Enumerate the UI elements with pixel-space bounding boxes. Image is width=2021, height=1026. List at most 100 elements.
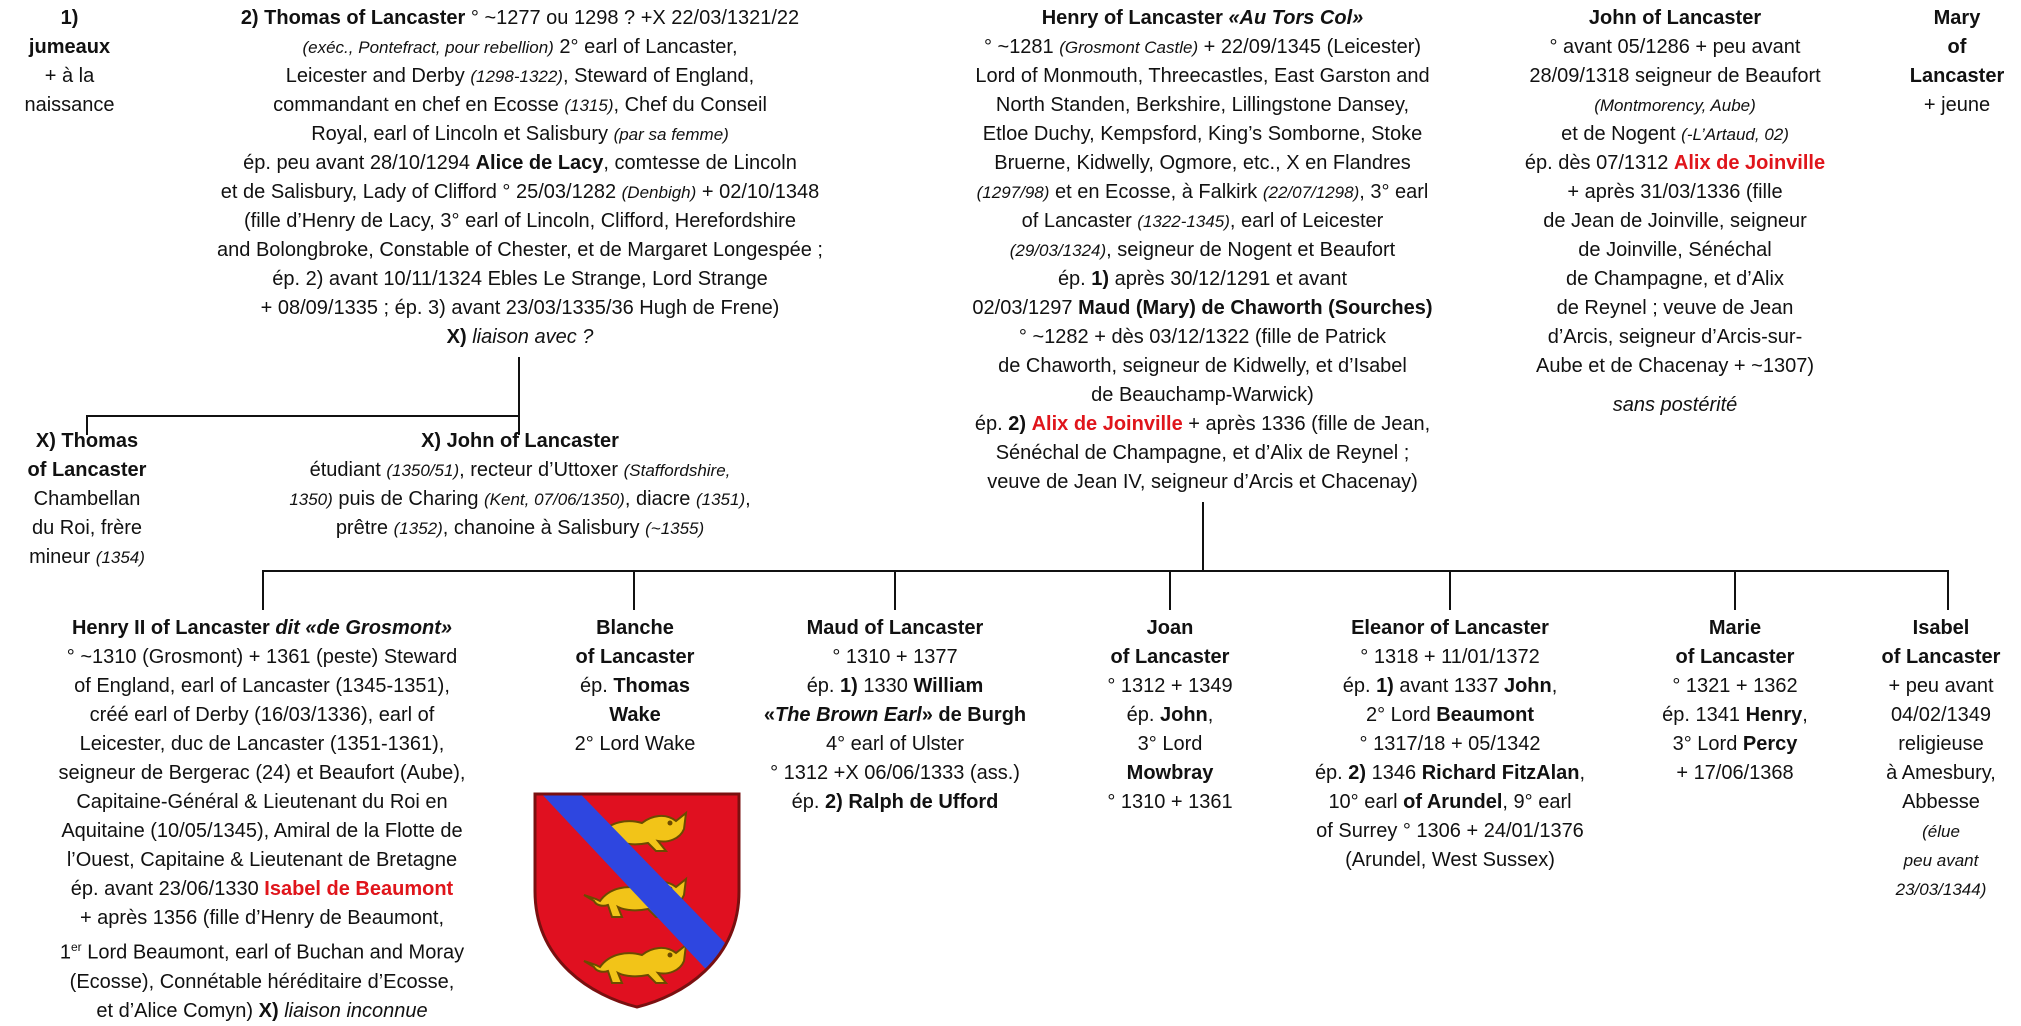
isabel-line-9: peu avant [1903,851,1979,870]
eleanor-line-4: ° 1317/18 + 05/1342 [1359,733,1541,755]
marie-line-5: 3° Lord Percy [1672,733,1798,755]
connector-child-blanche [633,570,635,610]
joan-line-3: ° 1312 + 1349 [1107,675,1233,697]
eleanor-line-7: of Surrey ° 1306 + 24/01/1376 [1316,820,1584,842]
connector-child-marie [1734,570,1736,610]
henry2-line-8: l’Ouest, Capitaine & Lieutenant de Breta… [66,849,458,871]
henry-line-9: ép. 1) après 30/12/1291 et avant [1057,268,1348,290]
john-no-descendants: sans postérité [1612,394,1738,416]
henry-line-4: Etloe Duchy, Kempsford, King’s Somborne,… [982,123,1423,145]
x-thomas-name-2: of Lancaster [27,459,147,481]
eleanor-line-1: ° 1318 + 11/01/1372 [1360,646,1540,668]
joan-line-6: Mowbray [1126,762,1214,784]
thomas-line-3: Leicester and Derby (1298-1322), Steward… [285,65,755,87]
x-john-name: X) John of Lancaster [421,430,619,452]
john-name: John of Lancaster [1588,7,1762,29]
john-line-2: 28/09/1318 seigneur de Beaufort [1529,65,1821,87]
connector-child-henry2 [262,570,264,610]
eleanor-line-3: 2° Lord Beaumont [1365,704,1535,726]
marie-line-3: ° 1321 + 1362 [1672,675,1798,697]
thomas-line-11: + 08/09/1335 ; ép. 3) avant 23/03/1335/3… [260,297,780,319]
henry2-name-line: Henry II of Lancaster dit «de Grosmont» [2,614,522,643]
x-thomas-line-4: du Roi, frère [31,517,143,539]
eleanor-line-2: ép. 1) avant 1337 John, [1342,675,1558,697]
john-line-11: d’Arcis, seigneur d’Arcis-sur- [1547,326,1803,348]
henry-line-11: ° ~1282 + dès 03/12/1322 (fille de Patri… [1018,326,1387,348]
john-spouse-alix-de-joinville: Alix de Joinville [1673,152,1826,174]
spouse-alix-de-joinville: Alix de Joinville [1031,413,1183,435]
eleanor-name: Eleanor of Lancaster [1351,617,1549,639]
thomas-line-8: (fille d’Henry de Lacy, 3° earl of Linco… [244,210,796,232]
thomas-line-10: ép. 2) avant 10/11/1324 Ebles Le Strange… [272,268,768,290]
person-mary-of-lancaster: Mary of Lancaster + jeune [1895,4,2019,120]
marie-line-4: ép. 1341 Henry, [1662,704,1808,726]
henry2-nickname: dit «de Grosmont» [275,617,453,639]
mary-name-3: Lancaster [1909,65,2005,87]
john-line-12: Aube et de Chacenay + ~1307) [1536,355,1814,377]
henry2-line-3: créé earl of Derby (16/03/1336), earl of [89,704,435,726]
henry-line-5: Bruerne, Kidwelly, Ogmore, etc., X en Fl… [994,152,1411,174]
twins-death-detail: naissance [24,94,115,116]
thomas-line-7: et de Salisbury, Lady of Clifford ° 25/0… [220,181,820,203]
henry-line-12: de Chaworth, seigneur de Kidwelly, et d’… [998,355,1407,377]
connector-child-eleanor [1449,570,1451,610]
connector-child-isabel [1947,570,1949,610]
henry2-line-11: 1er Lord Beaumont, earl of Buchan and Mo… [59,940,465,964]
henry2-line-7: Aquitaine (10/05/1345), Amiral de la Flo… [61,820,463,842]
maud-line-2: ép. 1) 1330 William [806,675,984,697]
eleanor-line-5: ép. 2) 1346 Richard FitzAlan, [1314,762,1586,784]
joan-line-4: ép. John, [1126,704,1214,726]
thomas-line-4: commandant en chef en Ecosse (1315), Che… [273,94,767,116]
person-x-thomas-of-lancaster: X) Thomas of Lancaster Chambellan du Roi… [2,427,172,572]
eleanor-line-8: (Arundel, West Sussex) [1345,849,1555,871]
spouse-isabel-de-beaumont: Isabel de Beaumont [264,878,454,900]
connector-x-thomas [86,415,88,435]
henry-line-2: Lord of Monmouth, Threecastles, East Gar… [975,65,1430,87]
henry-name-line: Henry of Lancaster «Au Tors Col» [900,4,1505,33]
connector-child-maud [894,570,896,610]
henry-line-16: veuve de Jean IV, seigneur d’Arcis et Ch… [987,471,1418,493]
marie-name-1: Marie [1708,617,1762,639]
thomas-line-9: and Bolongbroke, Constable of Chester, e… [217,239,823,261]
joan-line-7: ° 1310 + 1361 [1107,791,1233,813]
connector-x-john [518,415,520,435]
john-line-9: de Champagne, et d’Alix [1566,268,1784,290]
blanche-line-3: ép. Thomas [579,675,691,697]
thomas-line-5: Royal, earl of Lincoln et Salisbury (par… [311,123,729,145]
henry2-name: Henry II of Lancaster [71,617,276,639]
spouse-maud-de-chaworth: Maud (Mary) de Chaworth (Sourches) [1078,297,1433,319]
thomas-line-6: ép. peu avant 28/10/1294 Alice de Lacy, … [243,152,797,174]
mary-name-1: Mary [1933,7,1981,29]
eleanor-line-6: 10° earl of Arundel, 9° earl [1328,791,1572,813]
john-line-7: de Jean de Joinville, seigneur [1543,210,1807,232]
henry-name: Henry of Lancaster [1041,7,1229,29]
person-marie-of-lancaster: Marie of Lancaster ° 1321 + 1362 ép. 134… [1640,614,1830,788]
spouse-alice-de-lacy: Alice de Lacy [475,152,604,174]
henry-line-14: ép. 2) Alix de Joinville + après 1336 (f… [974,413,1431,435]
x-thomas-name-1: X) Thomas [35,430,139,452]
person-blanche-of-lancaster: Blanche of Lancaster ép. Thomas Wake 2° … [540,614,730,759]
henry-line-7: of Lancaster (1322-1345), earl of Leices… [1021,210,1384,232]
thomas-line-12: X) liaison avec ? [446,326,594,348]
joan-name-1: Joan [1146,617,1194,639]
henry-line-13: de Beauchamp-Warwick) [1091,384,1314,406]
blanche-name-1: Blanche [596,617,674,639]
x-thomas-line-5: mineur (1354) [29,546,145,568]
john-line-10: de Reynel ; veuve de Jean [1556,297,1794,319]
henry-line-8: (29/03/1324), seigneur de Nogent et Beau… [1009,239,1396,261]
joan-name-2: of Lancaster [1110,646,1230,668]
henry-line-6: (1297/98) et en Ecosse, à Falkirk (22/07… [976,181,1429,203]
marie-line-6: + 17/06/1368 [1676,762,1794,784]
isabel-line-3: + peu avant [1888,675,1994,697]
person-joan-of-lancaster: Joan of Lancaster ° 1312 + 1349 ép. John… [1075,614,1265,817]
twins-death: + à la [44,65,95,87]
henry-line-3: North Standen, Berkshire, Lillingstone D… [995,94,1410,116]
henry-line-1: ° ~1281 (Grosmont Castle) + 22/09/1345 (… [983,36,1422,58]
maud-line-6: ép. 2) Ralph de Ufford [791,791,999,813]
x-john-line-3: prêtre (1352), chanoine à Salisbury (~13… [335,517,705,539]
maud-line-3: «The Brown Earl» de Burgh [763,704,1027,726]
person-isabel-of-lancaster: Isabel of Lancaster + peu avant 04/02/13… [1862,614,2020,904]
twins-title: jumeaux [28,36,111,58]
henry2-line-13: et d’Alice Comyn) X) liaison inconnue [96,999,428,1022]
thomas-name: 2) Thomas of Lancaster [240,7,466,29]
